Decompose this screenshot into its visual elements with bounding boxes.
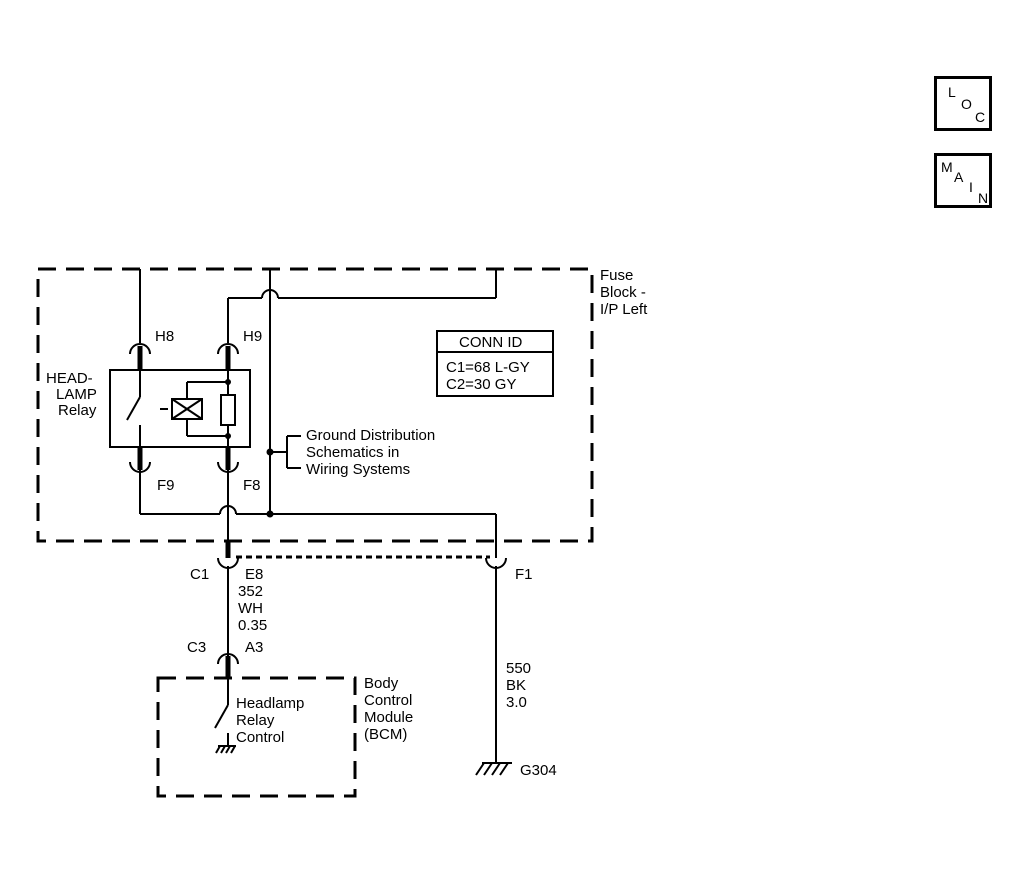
wire-550-gauge: 3.0: [506, 694, 527, 711]
relay-switch: [126, 370, 168, 447]
terminal-a3: A3: [245, 639, 263, 656]
ground-g304-label: G304: [520, 762, 557, 779]
terminal-f9: F9: [157, 477, 175, 494]
loc-letter-c: C: [975, 109, 986, 125]
bcm-label-3: Module: [364, 709, 413, 726]
coil-node-bottom: [225, 433, 231, 439]
ground-g304-symbol: [475, 762, 512, 776]
loc-button[interactable]: L O C: [934, 76, 992, 131]
bcm-label-1: Body: [364, 675, 399, 692]
loc-letter-l: L: [948, 84, 956, 100]
wire-352-number: 352: [238, 583, 263, 600]
fuse-block-label-2: Block -: [600, 284, 646, 301]
terminal-c3: C3: [187, 639, 206, 656]
loc-letter-o: O: [961, 96, 972, 112]
wire-352-gauge: 0.35: [238, 617, 267, 634]
ground-note-line-1: Ground Distribution: [306, 427, 435, 444]
relay-coil: [171, 370, 236, 447]
conn-id-line-1: C1=68 L-GY: [446, 359, 530, 376]
terminal-h9: H9: [243, 328, 262, 345]
fuse-block-label-3: I/P Left: [600, 301, 648, 318]
terminal-f8: F8: [243, 477, 261, 494]
conn-id-line-2: C2=30 GY: [446, 376, 516, 393]
ground-note-line-3: Wiring Systems: [306, 461, 410, 478]
wire-550-number: 550: [506, 660, 531, 677]
c3-connector-symbol: [217, 653, 239, 678]
terminal-symbols: [129, 343, 239, 473]
main-letter-n: N: [978, 190, 989, 206]
relay-label-2: LAMP: [56, 386, 97, 403]
terminal-e8: E8: [245, 566, 263, 583]
bcm-inner-1: Headlamp: [236, 695, 304, 712]
c1-connector-symbols: [217, 540, 507, 569]
relay-label-3: Relay: [58, 402, 97, 419]
fuse-block-wiring: [139, 269, 497, 558]
fuse-block-label-1: Fuse: [600, 267, 633, 284]
wire-352-color: WH: [238, 600, 263, 617]
conn-id-title: CONN ID: [459, 334, 523, 351]
main-letter-m: M: [941, 159, 953, 175]
fuse-block-boundary: [36, 267, 594, 543]
wire-550-color: BK: [506, 677, 526, 694]
main-button[interactable]: M A I N: [934, 153, 992, 208]
splice-dot-bottom: [266, 510, 274, 518]
ground-note-bracket: [270, 435, 301, 469]
relay-label-1: HEAD-: [46, 370, 93, 387]
bcm-inner-2: Relay: [236, 712, 275, 729]
bcm-relay-control-switch: [214, 678, 236, 754]
terminal-f1: F1: [515, 566, 533, 583]
main-letter-i: I: [969, 179, 973, 195]
bcm-label-2: Control: [364, 692, 412, 709]
coil-node-top: [225, 379, 231, 385]
terminal-c1: C1: [190, 566, 209, 583]
bcm-inner-3: Control: [236, 729, 284, 746]
main-letter-a: A: [954, 169, 964, 185]
bcm-label-4: (BCM): [364, 726, 407, 743]
terminal-h8: H8: [155, 328, 174, 345]
ground-note-line-2: Schematics in: [306, 444, 399, 461]
conn-id-table: CONN ID C1=68 L-GY C2=30 GY: [436, 330, 554, 397]
bcm-boundary: [156, 676, 357, 798]
